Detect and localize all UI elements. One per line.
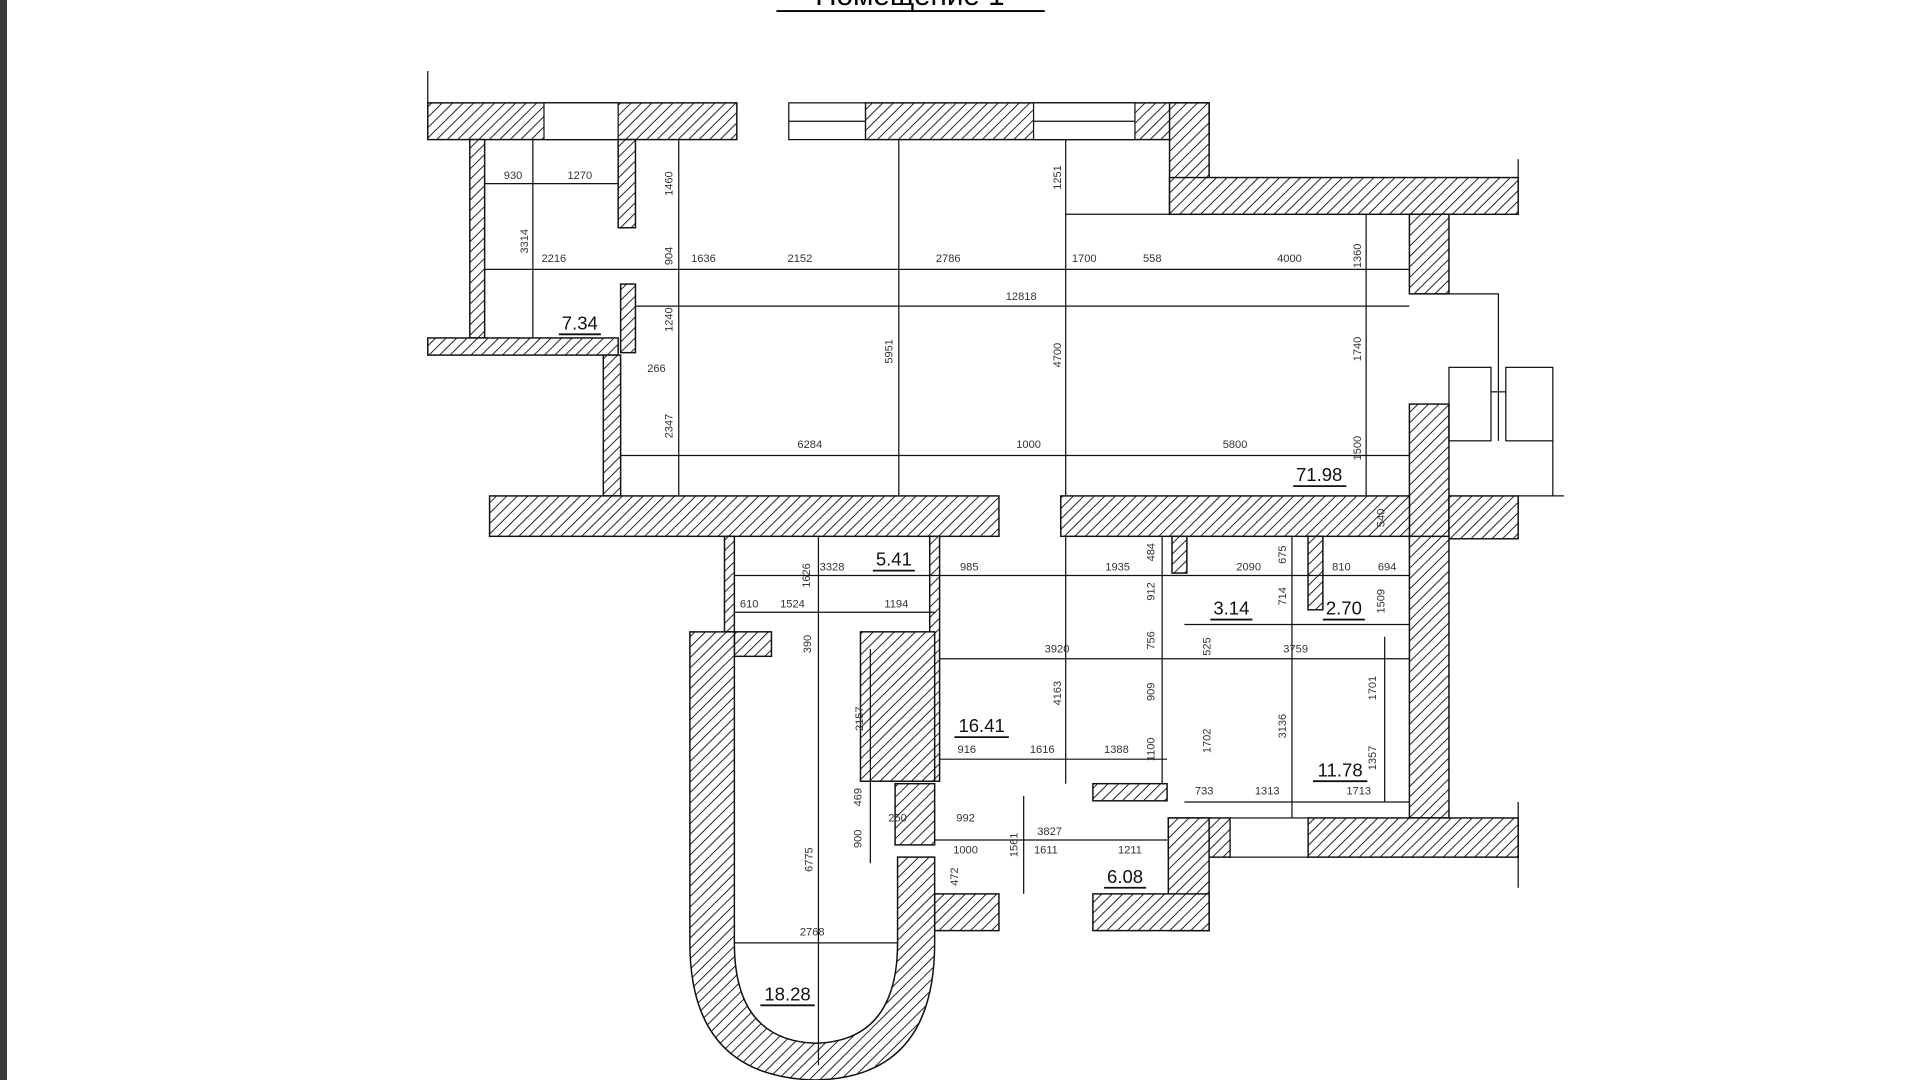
room-area-labels: 7.34 71.98 5.41 3.14 2.70 16.41 11.78 6.… — [558, 312, 1368, 1007]
room-area: 7.34 — [562, 312, 598, 333]
dimension-label: 1000 — [953, 845, 978, 857]
dimension-label: 558 — [1143, 253, 1162, 265]
dimension-label: 1611 — [1034, 845, 1058, 857]
window-edge-bar — [0, 0, 7, 1080]
dimension-label: 1524 — [780, 598, 805, 610]
dimension-label: 3920 — [1045, 644, 1070, 656]
dimension-label: 912 — [1146, 582, 1158, 600]
dimension-label: 2216 — [541, 253, 566, 265]
room-area: 3.14 — [1213, 598, 1249, 619]
dimension-label: 3328 — [820, 562, 845, 574]
dimension-label: 1509 — [1376, 589, 1388, 614]
vertical-dimensions: 1460 1251 3314 904 1360 1240 5951 4700 1… — [519, 165, 1388, 886]
dimension-label: 1616 — [1030, 744, 1055, 756]
dimension-label: 540 — [1376, 509, 1388, 527]
stairs — [427, 71, 1564, 888]
room-area: 2.70 — [1326, 598, 1362, 619]
dimension-label: 985 — [960, 562, 979, 574]
dimension-label: 5951 — [884, 339, 896, 364]
plan-title: Помещение 1 — [815, 0, 1004, 12]
dimension-label: 1740 — [1352, 337, 1364, 362]
dimension-label: 1500 — [1352, 436, 1364, 461]
dimension-label: 472 — [949, 868, 961, 886]
dimension-label: 3314 — [519, 229, 531, 254]
dimension-label: 1702 — [1201, 729, 1213, 754]
room-area: 5.41 — [876, 549, 912, 570]
dimension-label: 2090 — [1236, 562, 1261, 574]
dimension-label: 1211 — [1118, 845, 1142, 857]
dimension-label: 1313 — [1255, 786, 1280, 798]
dimension-label: 3759 — [1283, 644, 1308, 656]
dimension-label: 1636 — [691, 253, 716, 265]
dimension-label: 250 — [888, 813, 907, 825]
dimension-label: 5800 — [1223, 439, 1248, 451]
dimension-label: 4700 — [1052, 343, 1064, 368]
dimension-label: 909 — [1146, 683, 1158, 701]
windows — [543, 102, 1309, 858]
dimension-label: 1460 — [664, 171, 676, 196]
dimension-label: 1240 — [664, 307, 676, 332]
dimension-label: 484 — [1146, 543, 1158, 561]
dimension-label: 1713 — [1346, 786, 1371, 798]
dimension-label: 2152 — [788, 253, 813, 265]
dimension-label: 1700 — [1072, 253, 1097, 265]
dimension-label: 733 — [1195, 786, 1214, 798]
dimension-lines — [484, 139, 1410, 1066]
dimension-label: 930 — [504, 170, 523, 182]
dimension-label: 2347 — [664, 414, 676, 439]
dimension-label: 1561 — [1008, 833, 1020, 858]
dimension-label: 6284 — [797, 439, 822, 451]
dimension-label: 469 — [853, 788, 865, 806]
dimension-label: 266 — [647, 363, 666, 375]
dimension-label: 900 — [853, 830, 865, 848]
dimension-label: 1935 — [1105, 562, 1130, 574]
dimension-label: 4163 — [1052, 681, 1064, 706]
dimension-label: 1194 — [884, 598, 908, 610]
dimension-label: 1251 — [1052, 165, 1064, 190]
room-area: 11.78 — [1318, 759, 1363, 780]
dimension-label: 6775 — [803, 847, 815, 872]
dimension-label: 1270 — [567, 170, 592, 182]
dimension-label: 2768 — [800, 927, 825, 939]
dimension-label: 12818 — [1006, 291, 1037, 303]
dimension-label: 1360 — [1352, 244, 1364, 269]
dimension-label: 810 — [1332, 562, 1351, 574]
dimension-label: 1100 — [1146, 738, 1158, 762]
dimension-label: 1701 — [1367, 676, 1379, 701]
walls — [427, 102, 1519, 1080]
dimension-label: 1357 — [1367, 746, 1379, 771]
dimension-label: 2786 — [936, 253, 961, 265]
room-area: 6.08 — [1107, 866, 1143, 887]
dimension-label: 1388 — [1104, 744, 1129, 756]
dimension-label: 675 — [1277, 546, 1289, 564]
dimension-label: 3827 — [1037, 826, 1062, 838]
dimension-label: 610 — [740, 598, 759, 610]
room-area: 18.28 — [764, 983, 810, 1004]
dimension-label: 694 — [1378, 562, 1397, 574]
room-area: 16.41 — [958, 715, 1004, 736]
dimension-label: 390 — [802, 635, 814, 653]
room-area: 71.98 — [1296, 464, 1342, 485]
dimension-label: 756 — [1146, 631, 1158, 649]
dimension-label: 1626 — [801, 563, 813, 588]
dimension-label: 4000 — [1277, 253, 1302, 265]
dimension-label: 992 — [956, 813, 975, 825]
dimension-label: 916 — [958, 744, 977, 756]
dimension-label: 525 — [1201, 637, 1213, 655]
dimension-label: 1000 — [1016, 439, 1041, 451]
dimension-label: 3136 — [1277, 714, 1289, 739]
horizontal-dimensions: 930 1270 2216 1636 2152 2786 1700 558 40… — [504, 170, 1397, 939]
dimension-label: 904 — [664, 247, 676, 265]
dimension-label: 2157 — [854, 707, 866, 732]
dimension-label: 714 — [1277, 587, 1289, 605]
